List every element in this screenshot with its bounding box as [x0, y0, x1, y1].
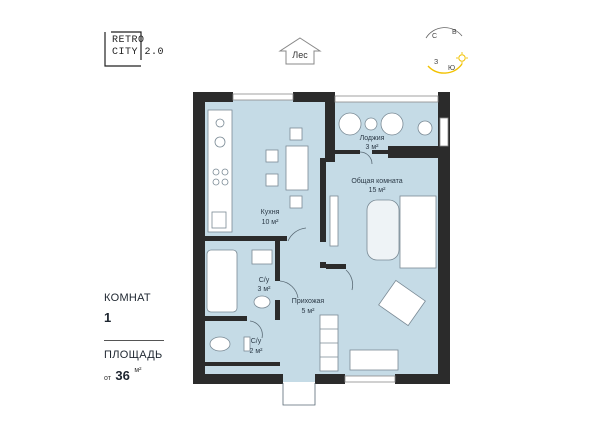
bathroom-fixtures — [206, 249, 273, 352]
rooms-label: КОМНАТ — [104, 292, 151, 304]
logo-line-2: CITY 2.0 — [112, 47, 165, 58]
compass-icon: С В Ю З — [425, 27, 468, 74]
room-name-bathroom-1: С/у — [259, 277, 270, 284]
hall-wardrobe — [319, 314, 339, 372]
room-area-kitchen: 10 м² — [262, 219, 280, 226]
compass-letter-n: С — [432, 33, 437, 40]
direction-label: Лес — [292, 50, 308, 60]
area-row: от 36 м² — [104, 367, 141, 385]
room-area-bathroom-1: 3 м² — [258, 286, 272, 293]
room-area-loggia: 3 м² — [366, 144, 380, 151]
dining-set — [265, 127, 309, 209]
room-name-hallway: Прихожая — [292, 298, 325, 305]
direction-arrow-icon — [278, 37, 322, 65]
room-name-living: Общая комната — [351, 177, 402, 185]
logo-line-1: RETRO — [112, 35, 145, 46]
interior-walls — [205, 150, 388, 366]
area-label: ПЛОЩАДЬ — [104, 349, 163, 361]
room-area-bathroom-2: 2 м² — [250, 348, 264, 355]
area-unit: м² — [134, 367, 142, 374]
loggia-glazing — [334, 95, 439, 103]
windows — [232, 93, 449, 383]
room-name-loggia: Лоджия — [360, 135, 385, 142]
logo-text: RETRO CITY 2.0 — [112, 35, 164, 59]
living-furniture — [329, 195, 437, 371]
room-area-living: 15 м² — [369, 187, 387, 194]
compass-letter-w: З — [434, 59, 438, 66]
retro-city-logo — [104, 31, 142, 67]
divider — [104, 340, 164, 341]
loggia-chairs — [338, 112, 433, 136]
room-name-kitchen: Кухня — [261, 209, 280, 216]
compass-letter-s: Ю — [448, 65, 455, 72]
rooms-value: 1 — [104, 310, 112, 325]
kitchen-counter — [207, 109, 233, 233]
room-name-bathroom-2: С/у — [251, 338, 262, 345]
doors — [249, 151, 373, 406]
area-value: 36 — [115, 368, 130, 383]
compass-letter-e: В — [452, 29, 457, 36]
room-area-hallway: 5 м² — [302, 308, 316, 315]
area-prefix: от — [104, 375, 111, 382]
